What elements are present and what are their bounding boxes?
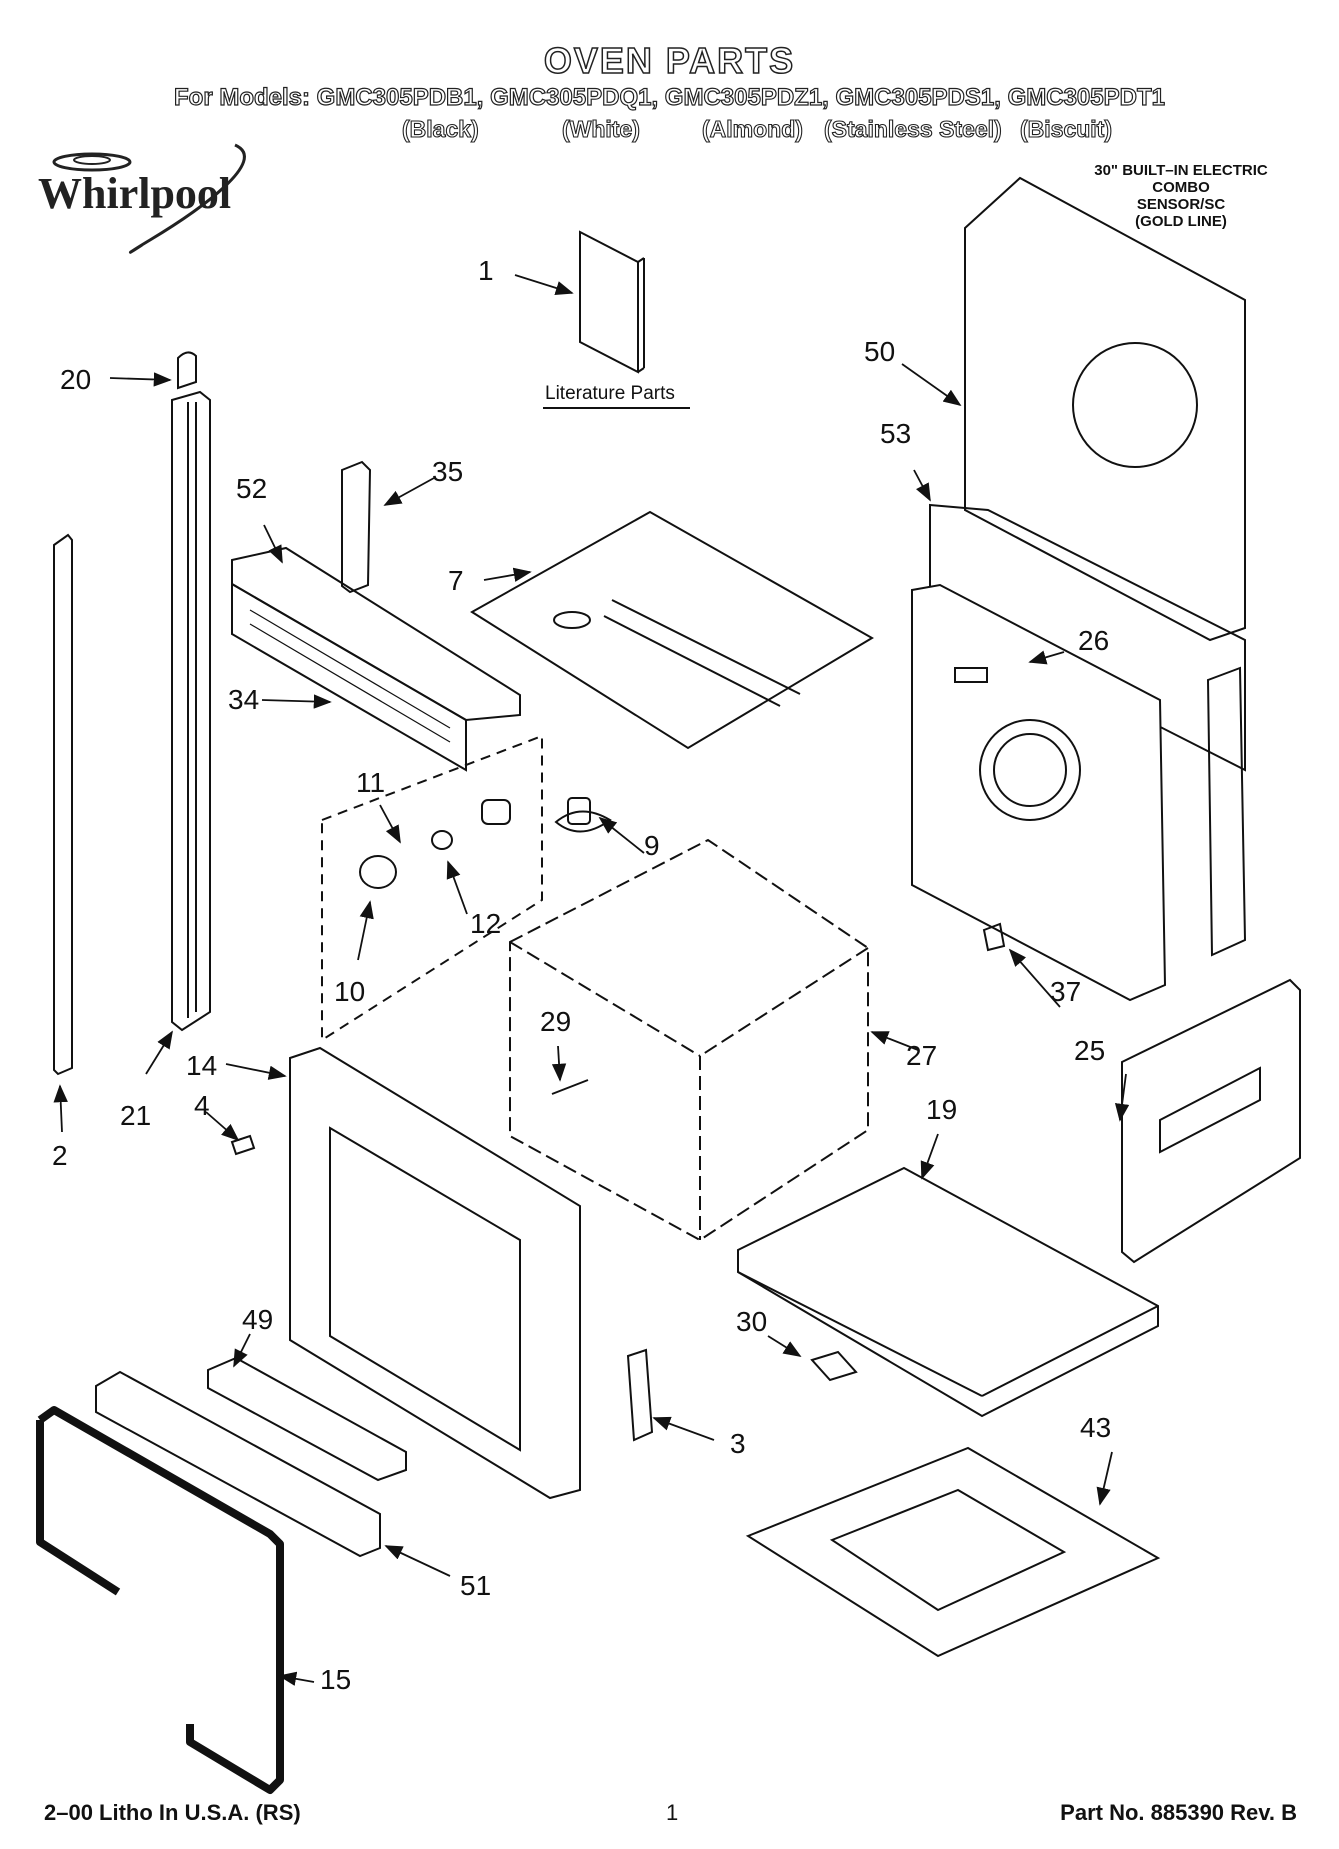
part-30-bracket: [810, 1350, 858, 1382]
callout-26: 26: [1078, 625, 1110, 656]
callout-53: 53: [880, 418, 912, 449]
callout-37: 37: [1050, 976, 1082, 1007]
part-2-strip: [53, 533, 73, 1076]
part-21-side-trim: [171, 390, 211, 1032]
part-51-vent-trim: [95, 1370, 381, 1558]
part-10-knob: [359, 855, 397, 889]
finish-black: (Black): [401, 115, 479, 142]
callout-25: 25: [1074, 1035, 1106, 1066]
literature-parts-label: Literature Parts: [545, 383, 675, 404]
part-34-vent-grille: [231, 582, 467, 772]
finish-almond: (Almond): [701, 115, 803, 142]
callout-11: 11: [356, 767, 386, 798]
part-25-side-panel: [1121, 978, 1301, 1264]
callout-29: 29: [540, 1006, 572, 1037]
callout-51: 51: [460, 1570, 492, 1601]
part-20-cap: [177, 351, 197, 390]
callout-43: 43: [1080, 1412, 1112, 1443]
part-literature: [579, 230, 639, 374]
part-29-probe: [551, 1079, 589, 1095]
finish-stainless-steel: (Stainless Steel): [823, 115, 1002, 142]
callout-2: 2: [52, 1140, 68, 1171]
whirlpool-logo: Whirlpool: [30, 140, 270, 260]
product-info: 30" BUILT–IN ELECTRIC COMBO SENSOR/SC (G…: [1071, 162, 1291, 230]
callout-4: 4: [194, 1090, 210, 1121]
part-50-rear-panel: [964, 176, 1246, 642]
callout-30: 30: [736, 1306, 768, 1337]
callout-3: 3: [730, 1428, 746, 1459]
part-26-back-panel: [911, 583, 1167, 1002]
part-37-thermostat: [982, 922, 1006, 952]
finish-white: (White): [561, 115, 640, 142]
whirlpool-wordmark: Whirlpool: [38, 169, 232, 218]
part-35-bracket: [341, 460, 372, 594]
group-11-dashed-outline: [321, 734, 543, 1042]
product-info-line-4: (GOLD LINE): [1135, 213, 1227, 230]
part-27-oven-cavity: [509, 838, 869, 1242]
callout-7: 7: [448, 565, 464, 596]
part-15-gasket: [36, 1406, 284, 1794]
callout-52: 52: [236, 473, 268, 504]
callout-1: 1: [478, 255, 494, 286]
part-7-top-panel: [470, 510, 874, 750]
callout-34: 34: [228, 684, 260, 715]
callout-49: 49: [242, 1304, 274, 1335]
part-12-knob: [431, 830, 453, 850]
callout-35: 35: [432, 456, 464, 487]
part-14-front-frame: [289, 1046, 581, 1500]
footer-part-number: Part No. 885390 Rev. B: [1060, 1800, 1297, 1825]
callout-12: 12: [470, 908, 502, 939]
product-info-line-2: COMBO: [1152, 179, 1210, 196]
part-4-screw: [230, 1134, 256, 1156]
callout-9: 9: [644, 830, 660, 861]
models-line: For Models: GMC305PDB1, GMC305PDQ1, GMC3…: [173, 83, 1165, 111]
callout-14: 14: [186, 1050, 218, 1081]
part-3-bracket: [626, 1348, 654, 1442]
callout-20: 20: [60, 364, 92, 395]
footer-page-number: 1: [666, 1800, 679, 1825]
callout-21: 21: [120, 1100, 152, 1131]
whirlpool-swirl-icon: [52, 143, 246, 254]
footer-litho: 2–00 Litho In U.S.A. (RS): [44, 1800, 301, 1825]
product-info-line-1: 30" BUILT–IN ELECTRIC: [1094, 162, 1268, 179]
callout-10: 10: [334, 976, 366, 1007]
part-9-sensor: [554, 810, 612, 833]
page-title: OVEN PARTS: [543, 39, 796, 82]
finish-biscuit: (Biscuit): [1019, 115, 1112, 142]
callout-15: 15: [320, 1664, 352, 1695]
part-43-tray: [745, 1446, 1161, 1658]
callout-27: 27: [906, 1040, 938, 1071]
product-info-line-3: SENSOR/SC: [1136, 196, 1226, 213]
part-52-vent-cover: [231, 546, 521, 722]
callout-19: 19: [926, 1094, 958, 1125]
callout-50: 50: [864, 336, 896, 367]
